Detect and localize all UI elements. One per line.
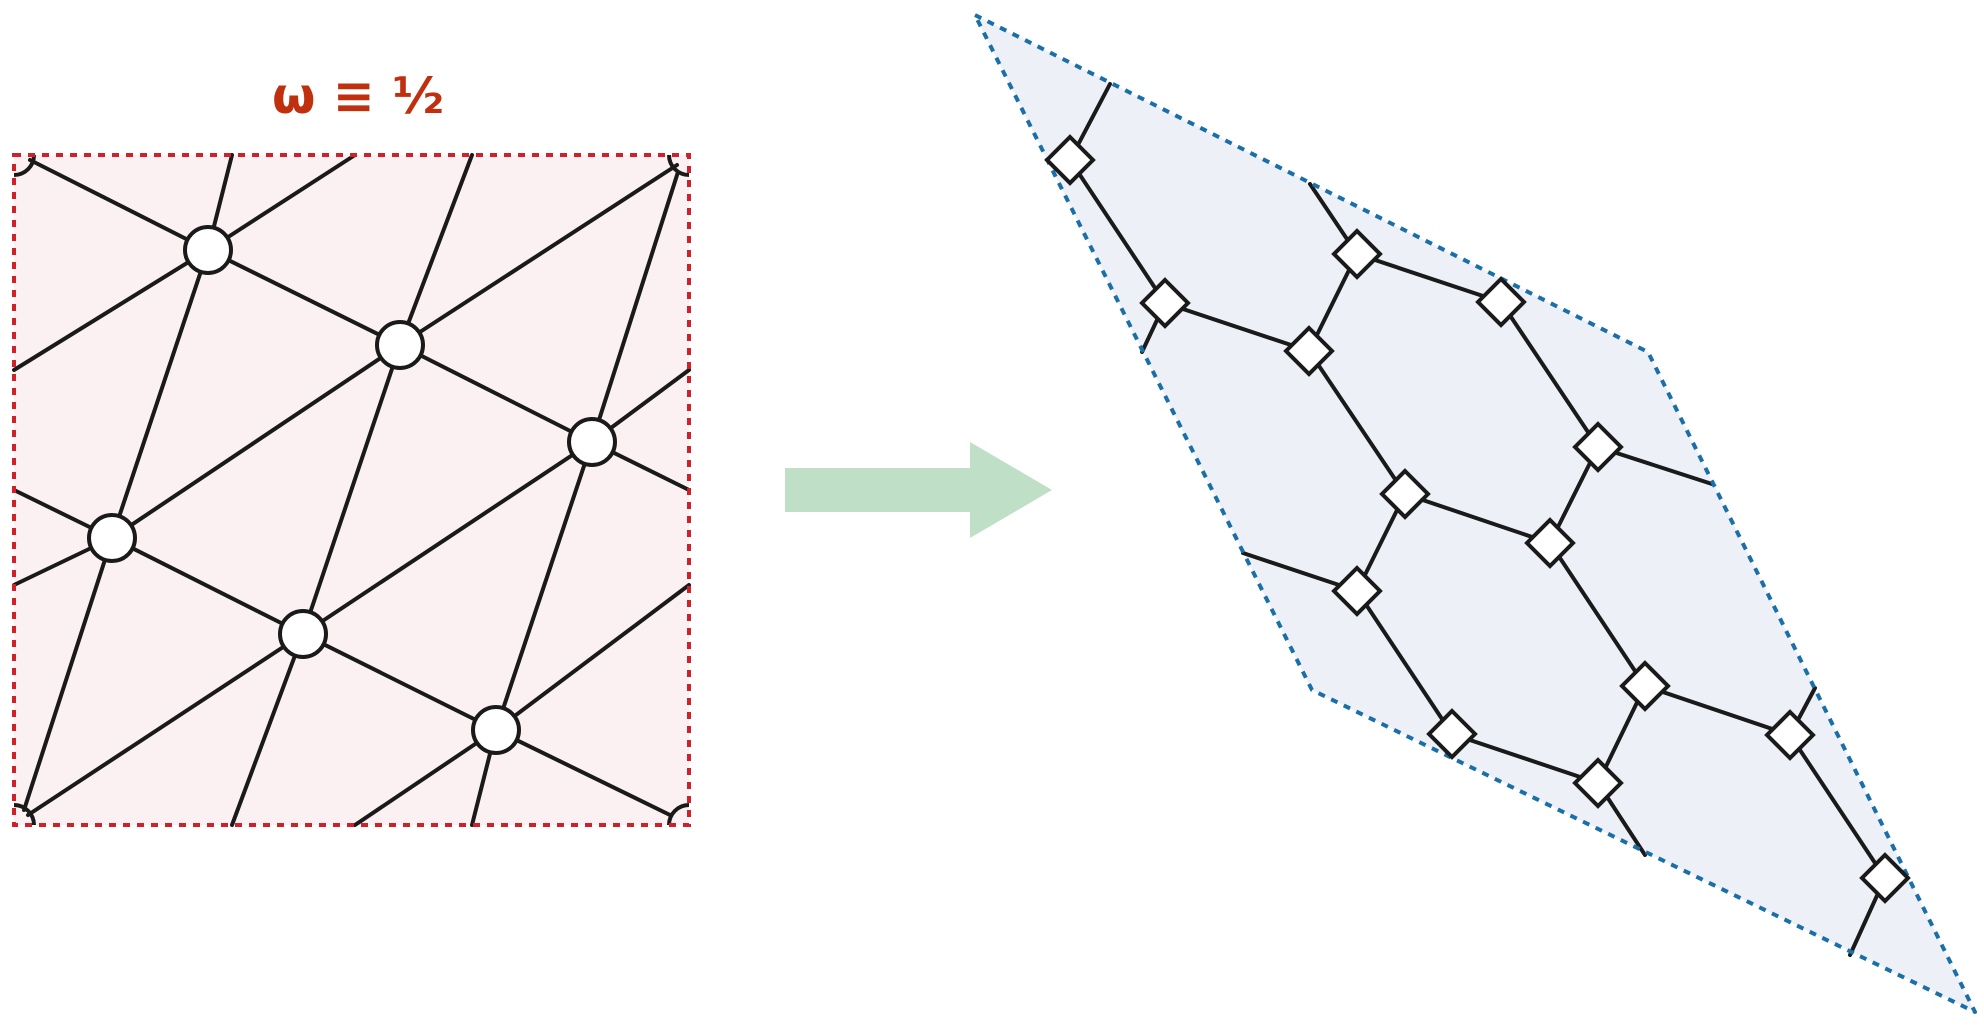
lattice-edge (1307, 349, 1407, 496)
lattice-edge (494, 440, 594, 732)
lattice-edge (1450, 732, 1600, 785)
circle-node (471, 705, 521, 755)
lattice-edge (1788, 733, 1887, 880)
diamond-node (1044, 134, 1096, 186)
lattice-edge (1068, 158, 1167, 305)
lattice-edge (1355, 589, 1454, 736)
lattice-edge (1499, 300, 1600, 449)
lattice-edge (26, 632, 305, 817)
diamond-node (1572, 757, 1624, 809)
right-arrow-icon (785, 442, 1052, 538)
corner-arc (13, 803, 36, 826)
lattice-edge (1403, 492, 1552, 545)
diamond-node (1379, 468, 1431, 520)
omega-label: ω ≡ ½ (272, 67, 444, 125)
left-panel-dashed-border (12, 153, 691, 827)
lattice-edge (590, 170, 680, 444)
lattice-edge (230, 632, 305, 827)
right-panel-dashed-border (973, 13, 1977, 1014)
lattice-edge (301, 343, 402, 636)
diamond-node (1426, 708, 1478, 760)
corner-arc (667, 803, 690, 826)
lattice-edge (1643, 684, 1792, 737)
lattice-edge (494, 583, 691, 732)
left-circle-nodes (87, 225, 617, 755)
right-diamond-nodes (1044, 134, 1911, 904)
right-lattice-panel (973, 13, 1977, 1014)
lattice-edge (28, 158, 210, 252)
lattice-edge (398, 153, 474, 347)
diamond-node (1331, 565, 1383, 617)
lattice-edge (110, 536, 305, 636)
diamond-node (1572, 421, 1624, 473)
lattice-edge (1355, 252, 1503, 304)
diamond-node (1859, 852, 1911, 904)
circle-node (567, 417, 617, 467)
corner-arc (13, 154, 36, 177)
diamond-node (1619, 660, 1671, 712)
diamond-node (1331, 228, 1383, 280)
left-lattice-edges (12, 153, 691, 827)
circle-node (87, 513, 137, 563)
lattice-edge (206, 248, 402, 347)
lattice-edge (110, 343, 402, 540)
lattice-edge (22, 536, 114, 812)
left-lattice-panel: ω ≡ ½ (12, 67, 691, 827)
lattice-edge (1163, 301, 1311, 353)
right-panel-background (975, 15, 1975, 1012)
circle-node (375, 320, 425, 370)
lattice-edge (398, 343, 594, 444)
diamond-node (1139, 277, 1191, 329)
lattice-edge (398, 163, 679, 347)
diamond-node (1283, 325, 1335, 377)
lattice-edge (353, 728, 498, 827)
circle-node (278, 609, 328, 659)
diamond-node (1764, 709, 1816, 761)
lattice-edge (12, 248, 210, 372)
lattice-edge (206, 153, 357, 252)
left-corner-arcs (13, 154, 690, 826)
circle-node (183, 225, 233, 275)
lattice-edge (494, 728, 672, 817)
diamond-node (1524, 517, 1576, 569)
corner-arc (667, 154, 690, 177)
lattice-edge (110, 248, 210, 540)
lattice-edge (1548, 541, 1647, 688)
lattice-edge (301, 632, 498, 732)
lattice-edge (301, 440, 594, 636)
diamond-node (1475, 276, 1527, 328)
